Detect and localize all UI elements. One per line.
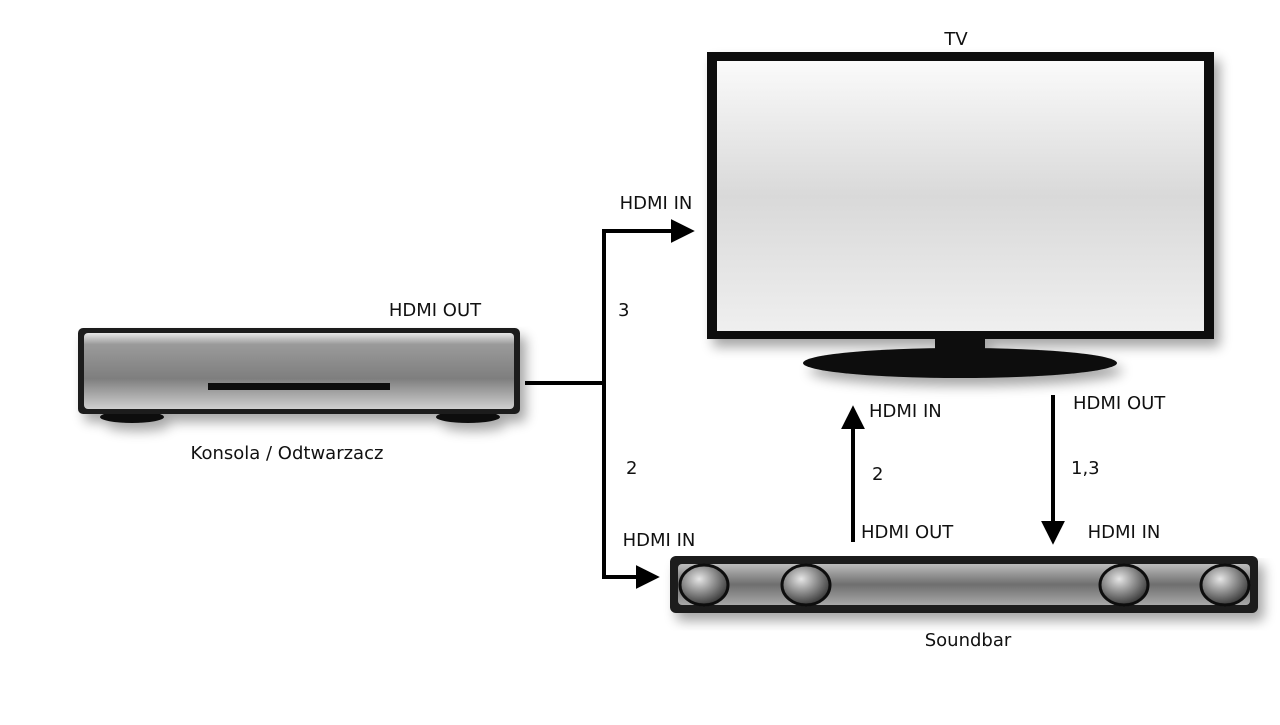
console (78, 328, 520, 423)
connection-label-console-to-tv: 3 (618, 300, 629, 321)
cables (525, 219, 1065, 589)
soundbar-hdmi-out-label: HDMI OUT (861, 522, 954, 543)
soundbar (670, 556, 1258, 613)
connection-label-soundbar-to-tv: 2 (872, 464, 883, 485)
tv-hdmi-in-label: HDMI IN (620, 193, 693, 214)
connection-label-tv-to-soundbar: 1,3 (1071, 458, 1100, 479)
soundbar-hdmi-in-label-2: HDMI IN (1088, 522, 1161, 543)
tv-hdmi-in-label-2: HDMI IN (869, 401, 942, 422)
speaker-4 (1199, 563, 1251, 607)
console-slot (208, 383, 390, 390)
tv-stand (803, 348, 1117, 378)
console-port-label: HDMI OUT (389, 300, 482, 321)
speaker-3 (1098, 563, 1150, 607)
soundbar-hdmi-in-label: HDMI IN (623, 530, 696, 551)
tv-screen (717, 61, 1204, 331)
console-face (84, 333, 514, 409)
speaker-1 (678, 563, 730, 607)
cable-console-to-soundbar (602, 383, 660, 589)
tv-name: TV (943, 29, 968, 50)
soundbar-face (678, 564, 1250, 605)
soundbar-name: Soundbar (925, 630, 1012, 651)
tv (707, 52, 1214, 378)
speaker-2 (780, 563, 832, 607)
tv-hdmi-out-label: HDMI OUT (1073, 393, 1166, 414)
console-name: Konsola / Odtwarzacz (191, 443, 384, 464)
connection-label-console-to-soundbar: 2 (626, 458, 637, 479)
cable-console-to-tv (602, 219, 695, 383)
